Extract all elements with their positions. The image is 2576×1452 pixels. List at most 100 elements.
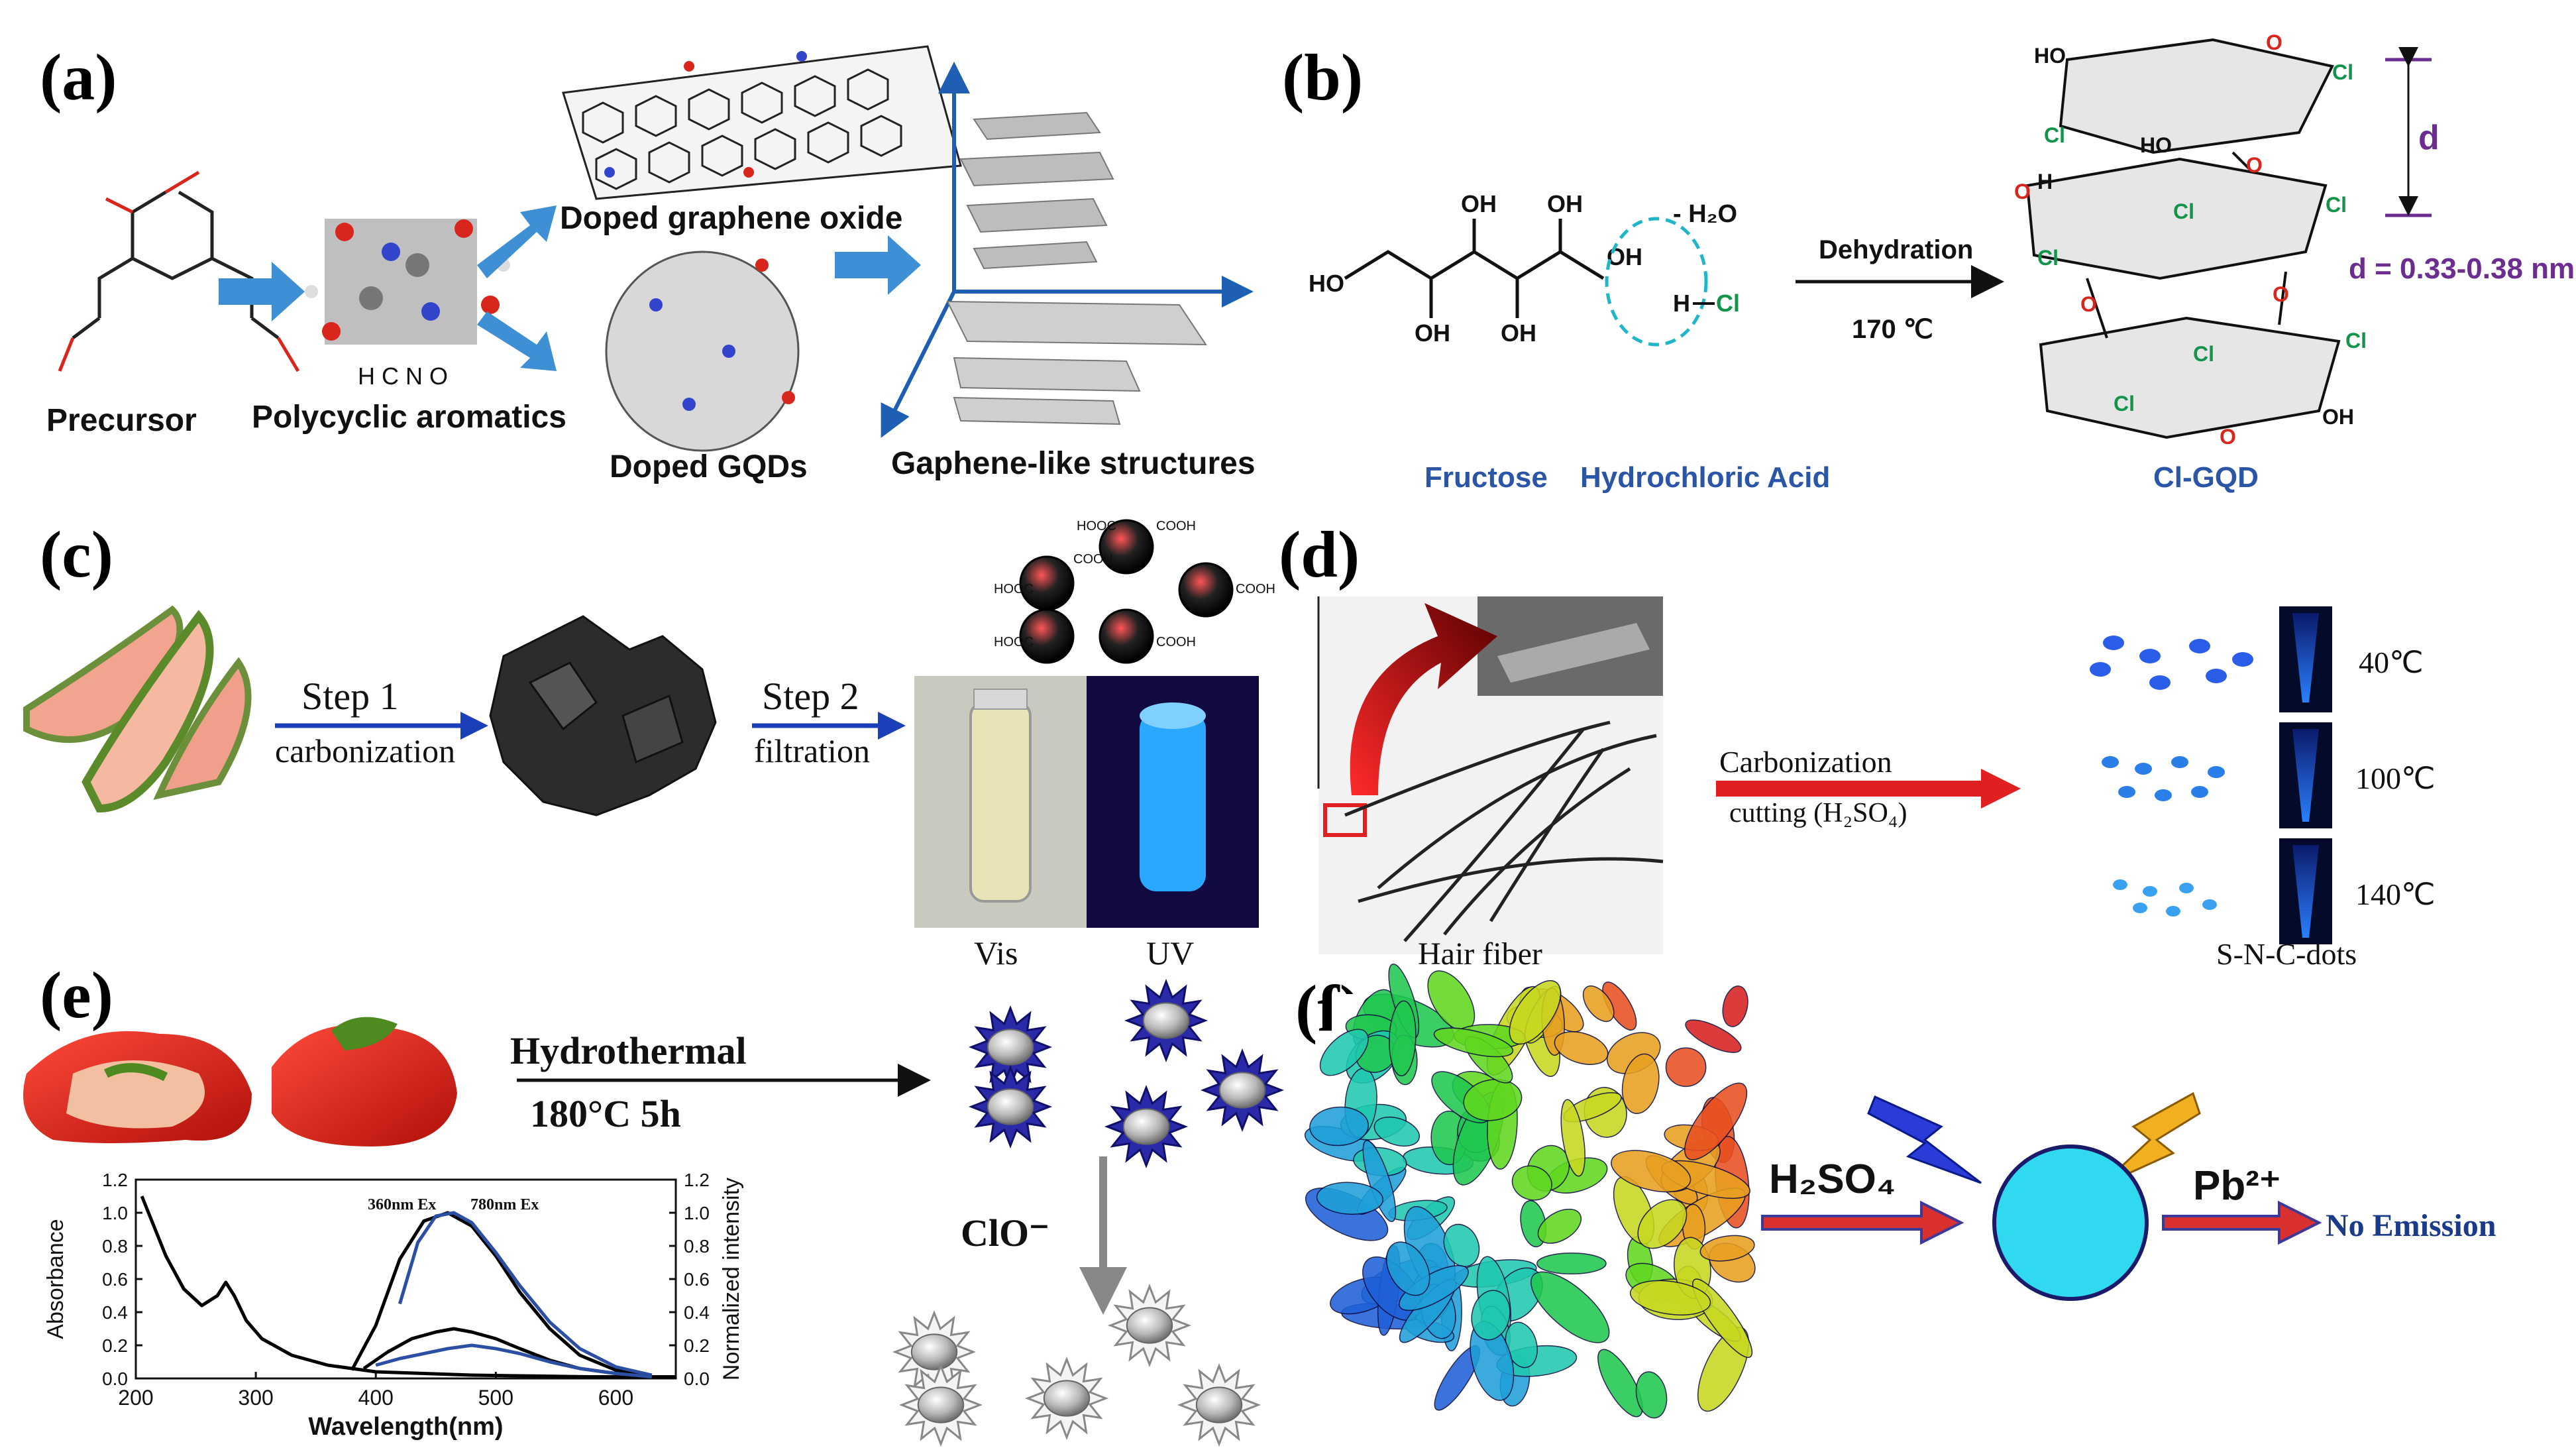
cl-gqd-o-3: O <box>2014 180 2031 203</box>
fructose-oh-top2: OH <box>1547 190 1583 217</box>
spiky-carbon-dots-bottom <box>892 1283 1261 1447</box>
hydrogen-label: H <box>1673 290 1690 317</box>
x-tick-label: 600 <box>598 1386 633 1410</box>
polycyclic-label: Polycyclic aromatics <box>252 400 566 435</box>
doped-gqds-label: Doped GQDs <box>610 449 808 484</box>
y-tick-label: 0.0 <box>102 1368 128 1389</box>
x-axis-label: Wavelength(nm) <box>308 1413 503 1441</box>
fructose-ho-left: HO <box>1309 270 1344 297</box>
temp-label-140: 140℃ <box>2355 877 2436 911</box>
series-line-4 <box>375 1343 653 1378</box>
step2-sublabel: filtration <box>754 732 870 769</box>
precursor-label: Precursor <box>46 403 197 438</box>
cl-gqd-o-5: O <box>2273 282 2289 306</box>
minus-water-label: - H₂O <box>1673 200 1737 228</box>
cl-gqd-cl-2: Cl <box>2044 123 2065 147</box>
cl-gqd-o-2: O <box>2246 153 2263 177</box>
chlorine-label: Cl <box>1716 290 1740 317</box>
uv-vial <box>1140 712 1206 891</box>
spiky-dot-blue <box>1200 1048 1285 1133</box>
spiky-dot-blue <box>968 1064 1053 1149</box>
panel-c-letter: (c) <box>40 518 113 591</box>
vis-vial <box>969 701 1032 903</box>
polycyclic-aromatics-model <box>305 219 510 345</box>
cutting-label: cutting (H₂SO₄) <box>1729 798 1907 828</box>
arrow-to-doped-go <box>477 205 557 278</box>
hooc-label-3: HOOC <box>994 635 1034 649</box>
series-line-1 <box>350 1211 653 1377</box>
cooh-label-1: COOH <box>1073 552 1113 567</box>
y2-tick-label: 0.2 <box>684 1335 710 1356</box>
temperature-label: 170 ℃ <box>1852 315 1933 344</box>
y-axis-label: Absorbance <box>43 1219 68 1339</box>
cl-gqd-h: H <box>2037 170 2053 194</box>
step1-sublabel: carbonization <box>275 732 455 769</box>
fructose-oh-bottom2: OH <box>1501 319 1536 347</box>
interlayer-spacing-indicator <box>2385 47 2432 217</box>
sncdots-40 <box>2090 636 2253 690</box>
dehydration-label: Dehydration <box>1819 235 1973 264</box>
y2-axis-label: Normalized intensity <box>719 1178 744 1380</box>
acid-arrow <box>1761 1200 1964 1245</box>
lightning-bolt-blue-icon <box>1867 1095 1982 1184</box>
cl-gqd-label: Cl-GQD <box>2153 461 2259 494</box>
sncdots-label: S-N-C-dots <box>2216 937 2357 971</box>
uv-label: UV <box>1146 934 1194 972</box>
spiky-dot-white <box>1107 1283 1192 1368</box>
cl-gqd-o-6: O <box>2220 425 2236 449</box>
cl-gqd-cl-6: Cl <box>2345 329 2367 353</box>
panel-d-letter: (d) <box>1279 518 1360 591</box>
panel-a: (a) Precursor <box>40 40 1256 484</box>
cooh-label-2: COOH <box>1156 519 1196 533</box>
annotation-360nm: 360nm Ex <box>368 1196 436 1213</box>
panel-a-letter: (a) <box>40 40 117 114</box>
red-pepper-image <box>23 1017 457 1146</box>
x-tick-label: 300 <box>238 1386 273 1410</box>
sncdots-tubes <box>2279 606 2332 944</box>
spiky-carbon-dots-top <box>968 978 1285 1169</box>
arrow-precursor-to-polycyclic <box>219 262 305 321</box>
spiky-dot-blue <box>968 1005 1053 1089</box>
hair-fiber-photo <box>1317 596 1664 954</box>
cooh-label-3: COOH <box>1236 582 1275 596</box>
spiky-dot-white <box>898 1363 983 1447</box>
cl-gqd-stack <box>2025 38 2341 439</box>
cl-gqd-cl-5: Cl <box>2037 246 2059 270</box>
cl-gqd-cl-3: Cl <box>2326 193 2347 217</box>
cl-gqd-oh-1: OH <box>2322 405 2354 429</box>
cl-gqd-cl-8: Cl <box>2114 392 2135 416</box>
spiky-dot-blue <box>1104 1084 1189 1169</box>
y2-tick-label: 0.0 <box>684 1368 710 1389</box>
fructose-oh-right: OH <box>1607 243 1642 270</box>
y2-tick-label: 0.8 <box>684 1236 710 1257</box>
ion-label: Pb²⁺ <box>2193 1163 2281 1209</box>
cl-gqd-cl-4: Cl <box>2173 199 2194 223</box>
fructose-structure <box>1344 219 1605 318</box>
carbonized-material-image <box>489 615 717 816</box>
doped-go-label: Doped graphene oxide <box>560 201 902 236</box>
arrow-to-graphene-like <box>835 235 921 295</box>
temp-label-40: 40℃ <box>2359 645 2424 679</box>
spiky-dot-blue <box>1124 978 1208 1063</box>
arrow-to-doped-gqds <box>477 311 557 371</box>
cl-gqd-sheet-middle <box>2025 157 2328 280</box>
y-tick-label: 0.2 <box>102 1335 128 1356</box>
carbon-dots-cooh-cluster <box>1019 519 1234 664</box>
lightning-bolt-yellow-icon <box>2099 1091 2201 1188</box>
stacked-graphene-layers <box>946 111 1207 425</box>
hooc-label-2: HOOC <box>1077 519 1116 533</box>
spiky-dot-white <box>1177 1363 1261 1447</box>
ion-arrow <box>2162 1200 2322 1245</box>
3d-axes <box>881 62 1254 438</box>
panel-b-letter: (b) <box>1282 40 1363 114</box>
temp-label-100: 100℃ <box>2355 761 2436 795</box>
vis-label: Vis <box>974 934 1018 972</box>
hydrochloric-acid-label: Hydrochloric Acid <box>1580 461 1830 494</box>
spiky-dot-white <box>1024 1356 1109 1441</box>
carbonization-label: Carbonization <box>1719 745 1892 779</box>
zoom-region-box <box>1323 803 1367 837</box>
hair-fiber-label: Hair fiber <box>1418 936 1542 972</box>
no-emission-label: No Emission <box>2326 1208 2496 1243</box>
